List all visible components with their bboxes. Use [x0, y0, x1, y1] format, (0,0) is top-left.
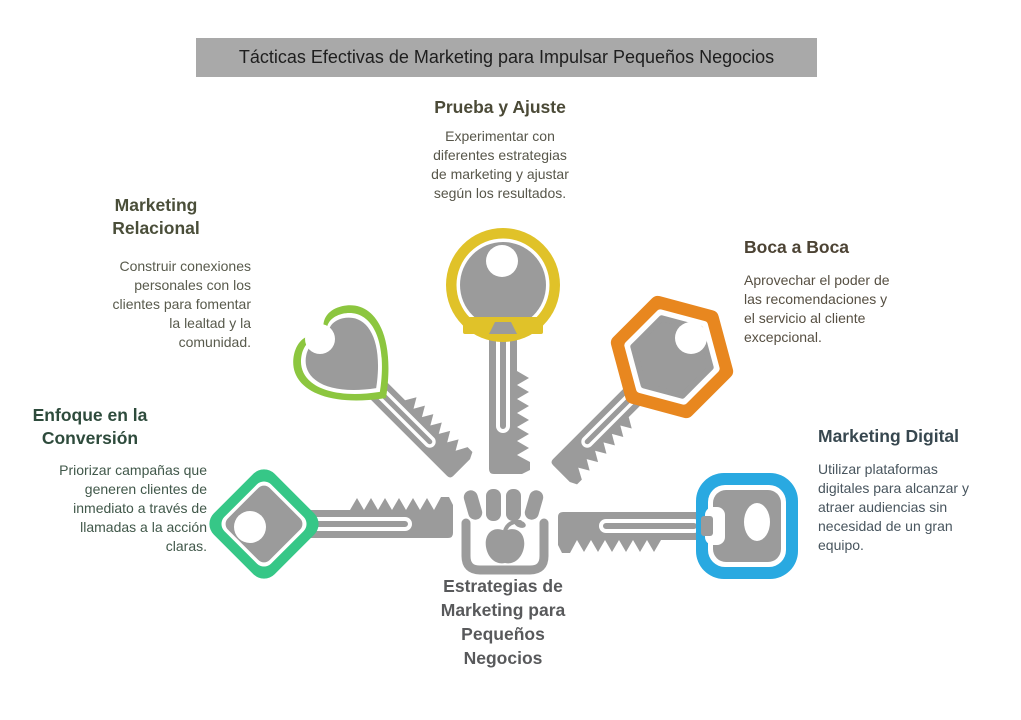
key-icon-prueba: [446, 228, 560, 342]
heading-marketing-digital: Marketing Digital: [818, 426, 959, 446]
keyhole: [675, 322, 707, 354]
awning-flap: [506, 489, 521, 521]
body-prueba-y-ajuste: Experimentar con diferentes estrategias …: [431, 128, 569, 201]
body-boca-a-boca: Aprovechar el poder de las recomendacion…: [744, 272, 890, 345]
key-shaft-prueba: [487, 317, 532, 476]
keyhole: [744, 503, 770, 541]
keyhole: [305, 324, 335, 354]
awning-flap: [463, 490, 483, 520]
key-icon-relacional: [293, 305, 389, 401]
body-enfoque-conversion: Priorizar campañas que generen clientes …: [59, 462, 207, 554]
keyhole: [234, 511, 266, 543]
key-icon-boca: [610, 295, 734, 419]
apple-icon: [485, 519, 526, 564]
awning-flap: [486, 489, 501, 521]
body-marketing-relacional: Construir conexiones personales con los …: [112, 258, 251, 350]
page-title: Tácticas Efectivas de Marketing para Imp…: [196, 38, 817, 77]
store-body: [461, 518, 549, 575]
heading-marketing-relacional: Marketing Relacional: [112, 195, 200, 238]
key-shaft-digital: [556, 510, 715, 555]
keyhole: [486, 245, 518, 277]
storefront-icon: [461, 489, 549, 575]
heading-prueba-y-ajuste: Prueba y Ajuste: [434, 97, 566, 117]
center-caption: Estrategias de Marketing para Pequeños N…: [440, 576, 566, 668]
heading-boca-a-boca: Boca a Boca: [744, 237, 850, 257]
key-shaft-enfoque: [296, 495, 455, 540]
heading-enfoque-conversion: Enfoque en la Conversión: [32, 405, 148, 448]
key-icon-digital: [696, 473, 798, 579]
awning-flap: [524, 490, 544, 520]
body-marketing-digital: Utilizar plataformas digitales para alca…: [818, 461, 969, 553]
